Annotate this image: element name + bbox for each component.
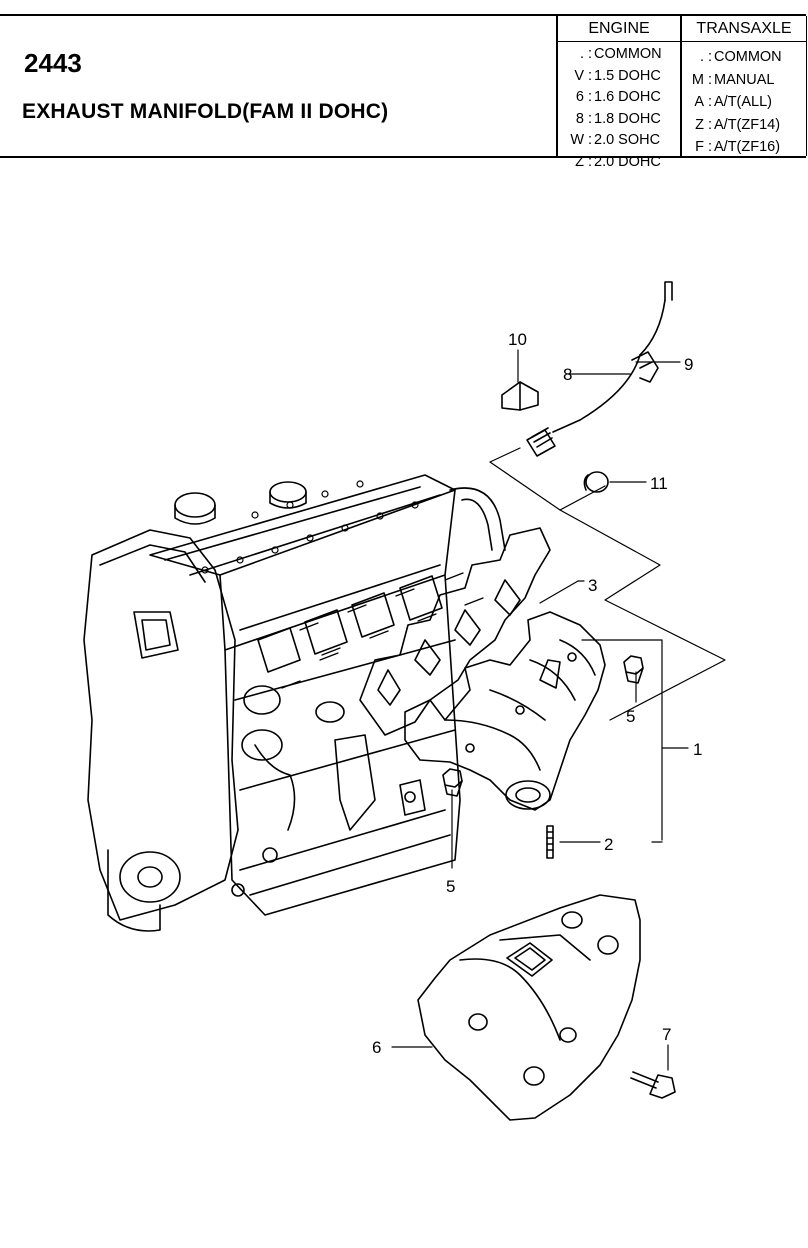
part-11-grommet [583, 471, 609, 493]
callout-leader-lines [391, 349, 726, 1071]
transaxle-row: M:MANUAL [691, 71, 775, 88]
callout-1: 1 [693, 740, 702, 759]
callout-5: 5 [446, 877, 455, 896]
part-6-heat-shield [417, 894, 641, 1121]
callout-labels: 1 2 3 5 5 6 7 8 9 10 11 [372, 330, 702, 1057]
callout-9: 9 [684, 355, 693, 374]
engine-row: W:2.0 SOHC [570, 132, 661, 148]
engine-row: 6:1.6 DOHC [575, 89, 661, 105]
callout-10: 10 [508, 330, 527, 349]
callout-2: 2 [604, 835, 613, 854]
transaxle-row: Z:A/T(ZF14) [695, 116, 781, 133]
callout-8: 8 [563, 365, 572, 384]
part-9-clip [631, 351, 659, 383]
callout-5: 5 [626, 707, 635, 726]
transaxle-row: A:A/T(ALL) [694, 94, 773, 110]
part-10-bracket [501, 381, 539, 411]
transaxle-row: .:COMMON [699, 49, 782, 65]
engine-heading: ENGINE [558, 16, 680, 42]
part-5-nut [623, 655, 644, 684]
part-3-gasket [359, 527, 551, 736]
engine-row: Z:2.0 DOHC [575, 153, 661, 170]
engine-row: 8:1.8 DOHC [575, 110, 661, 127]
engine-block-illustration [83, 474, 506, 932]
transaxle-heading: TRANSAXLE [682, 16, 806, 42]
callout-3: 3 [588, 576, 597, 595]
engine-row: .:COMMON [579, 46, 662, 62]
callout-6: 6 [372, 1038, 381, 1057]
part-2-stud [546, 825, 554, 859]
part-1-exhaust-manifold [404, 611, 606, 811]
exhaust-ports [257, 575, 443, 673]
callout-7: 7 [662, 1025, 671, 1044]
engine-row: V:1.5 DOHC [574, 67, 661, 84]
part-7-bolt [630, 1071, 676, 1099]
transaxle-legend-table: TRANSAXLE .:COMMON M:MANUAL A:A/T(ALL) Z… [680, 16, 807, 156]
page-title: EXHAUST MANIFOLD(FAM II DOHC) [22, 100, 389, 123]
part-8-oxygen-sensor [526, 281, 673, 457]
callout-11: 11 [650, 474, 668, 493]
group-code: 2443 [24, 48, 82, 78]
catalog-header: 2443 EXHAUST MANIFOLD(FAM II DOHC) ENGIN… [0, 14, 807, 170]
transaxle-row: F:A/T(ZF16) [695, 139, 781, 155]
engine-legend-table: ENGINE .:COMMON V:1.5 DOHC 6:1.6 DOHC 8:… [556, 16, 680, 170]
